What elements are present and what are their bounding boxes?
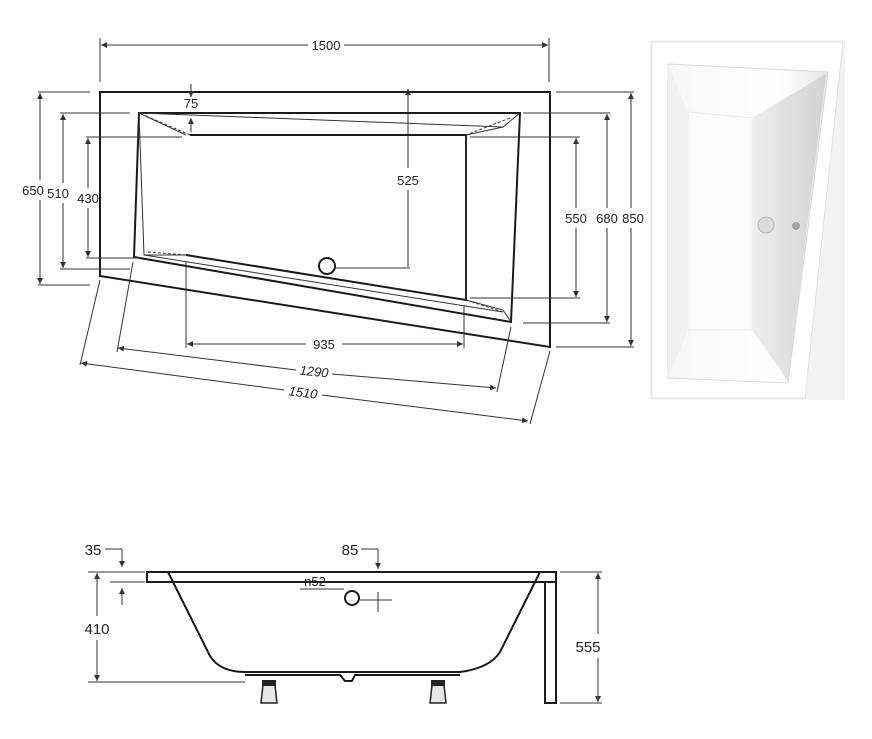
right-leg-nut	[431, 680, 445, 686]
right-leg-icon	[429, 684, 447, 704]
dim-85: 85	[342, 542, 359, 559]
dim-550: 550	[565, 211, 587, 226]
left-leg-icon	[260, 684, 278, 704]
side-overflow-circle	[344, 590, 360, 606]
basin-slope-lines	[138, 112, 521, 323]
dim-1500: 1500	[312, 38, 341, 53]
side-apron	[544, 581, 557, 704]
tub-left-wall	[668, 64, 688, 378]
top-view: 1500 75 650 510 430 525 550	[22, 38, 644, 425]
outer-rim-outline	[99, 91, 551, 349]
dim-525: 525	[397, 173, 419, 188]
dim-410: 410	[84, 621, 109, 638]
dim-430: 430	[77, 191, 99, 206]
dim-555: 555	[575, 639, 600, 656]
dim-935: 935	[313, 337, 335, 352]
dim-1290: 1290	[299, 363, 330, 381]
dim-650: 650	[22, 183, 44, 198]
dim-35: 35	[85, 542, 102, 559]
dim-1510: 1510	[288, 383, 319, 402]
side-basin-body	[167, 571, 541, 673]
overflow-icon	[757, 216, 775, 234]
left-leg-nut	[262, 680, 276, 686]
side-rim	[146, 571, 557, 583]
dim-n52: n52	[304, 574, 326, 589]
dim-75: 75	[184, 96, 198, 111]
basin-floor-outline	[185, 134, 467, 302]
dim-680: 680	[596, 211, 618, 226]
bathtub-photo	[650, 40, 845, 400]
drain-circle	[318, 257, 336, 275]
overflow-cap-icon	[792, 222, 800, 230]
tub-inner-floor	[687, 111, 753, 331]
basin-slope-dashes	[145, 115, 511, 313]
side-view: n52 35 85 410 555	[84, 542, 602, 704]
dim-510: 510	[47, 186, 69, 201]
tub-right-wall	[752, 74, 826, 381]
dim-850: 850	[622, 211, 644, 226]
side-base-rails	[245, 674, 460, 682]
